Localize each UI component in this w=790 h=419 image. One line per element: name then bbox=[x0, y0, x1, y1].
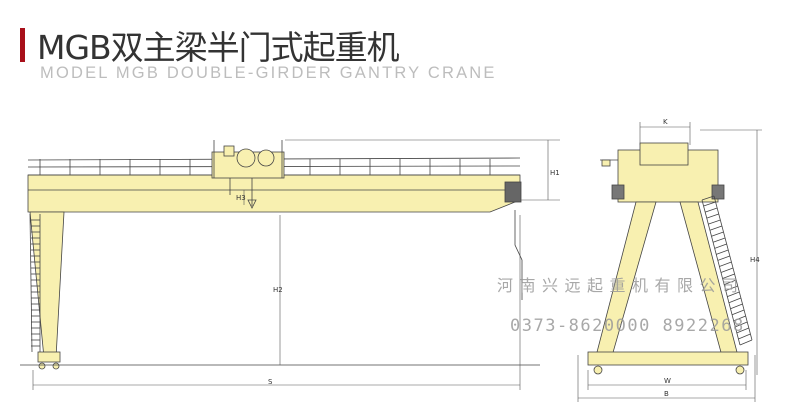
ladder-rung bbox=[720, 267, 734, 273]
ladder-rung bbox=[717, 255, 730, 261]
ladder-rung bbox=[705, 207, 718, 213]
ladder bbox=[29, 213, 41, 353]
end-view-crossbeam bbox=[600, 142, 725, 203]
ladder-rung bbox=[722, 273, 735, 279]
dimension-b: B bbox=[664, 390, 669, 398]
ladder-rung bbox=[727, 291, 740, 298]
ladder-rung bbox=[712, 237, 726, 243]
trolley bbox=[211, 140, 285, 209]
page-subtitle: MODEL MGB DOUBLE-GIRDER GANTRY CRANE bbox=[40, 64, 497, 82]
dimension-k: K bbox=[663, 118, 668, 126]
main-girder bbox=[27, 174, 521, 213]
ladder-rung bbox=[728, 297, 742, 304]
phone-watermark: 0373-8620000 8922268 bbox=[510, 316, 745, 336]
dimension-w: W bbox=[664, 377, 671, 385]
dimension-s: S bbox=[268, 378, 273, 386]
ladder-rung bbox=[709, 225, 723, 231]
page-title: MGB双主梁半门式起重机 bbox=[37, 28, 400, 67]
ladder-rung bbox=[731, 309, 745, 316]
ladder-rung bbox=[736, 327, 749, 334]
end-beam bbox=[504, 181, 522, 203]
company-watermark: 河南兴远起重机有限公司 bbox=[497, 276, 745, 295]
ladder-rung bbox=[739, 339, 753, 346]
ladder-rung bbox=[730, 303, 743, 310]
end-view-ladder bbox=[701, 195, 753, 346]
ladder-rung bbox=[733, 315, 746, 322]
ladder-rung bbox=[735, 321, 748, 328]
dimension-h1: H1 bbox=[550, 169, 560, 177]
title-accent-bar bbox=[20, 28, 25, 62]
ladder-rung bbox=[725, 285, 738, 291]
ladder-rung bbox=[703, 201, 716, 207]
ladder-rung bbox=[724, 279, 737, 285]
ladder-rung bbox=[738, 333, 751, 340]
ladder-rung bbox=[719, 261, 732, 267]
ladder-rung bbox=[701, 195, 715, 201]
ladder-rung bbox=[708, 219, 721, 225]
dimension-h4: H4 bbox=[750, 256, 760, 264]
dimension-h2: H2 bbox=[273, 286, 283, 294]
ladder-rung bbox=[716, 249, 729, 255]
ladder-rung bbox=[706, 213, 719, 219]
end-view-sill-beam bbox=[587, 351, 749, 375]
ladder-rung bbox=[711, 231, 724, 237]
ladder-rung bbox=[714, 243, 727, 249]
gantry-leg bbox=[29, 211, 65, 370]
dimension-h3: H3 bbox=[236, 194, 246, 202]
